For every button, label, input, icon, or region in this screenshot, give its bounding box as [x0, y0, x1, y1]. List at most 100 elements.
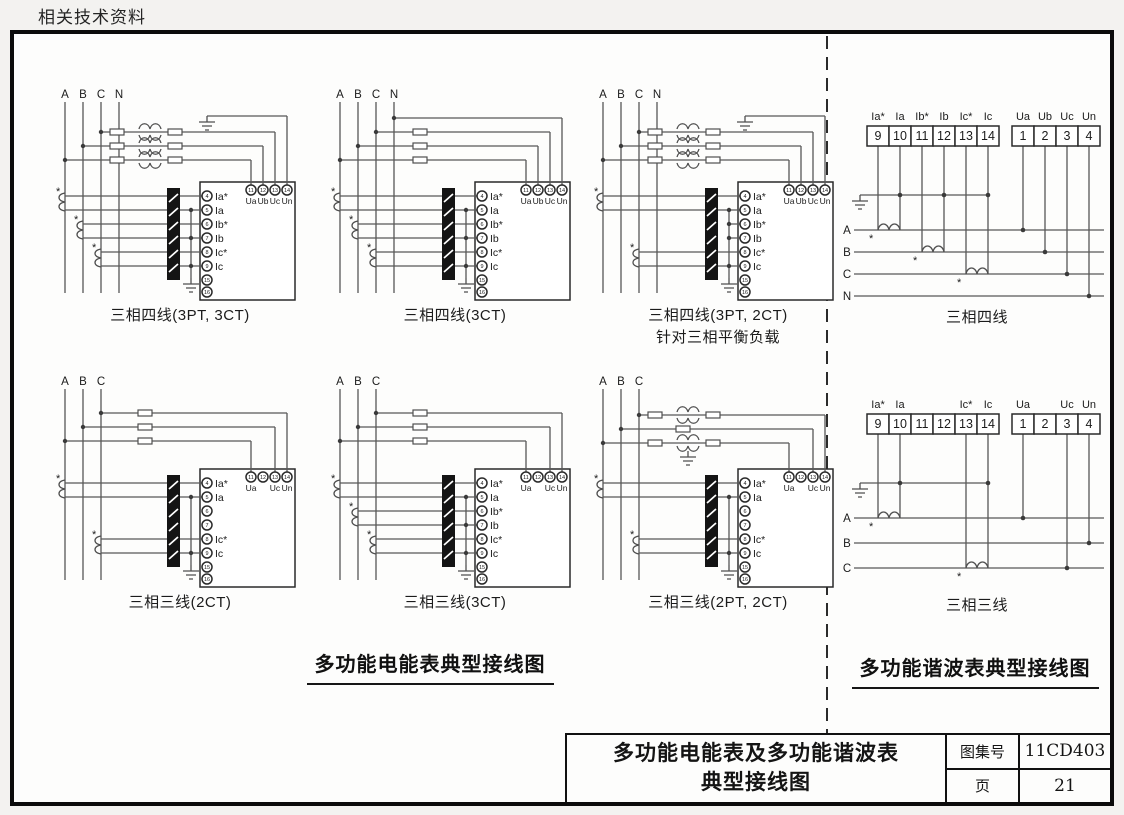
svg-text:Ua: Ua	[784, 483, 795, 493]
svg-text:12: 12	[535, 188, 541, 194]
svg-text:8: 8	[743, 250, 746, 256]
ct-icon	[965, 267, 989, 275]
fuse-icon	[412, 156, 428, 164]
svg-text:4: 4	[480, 194, 483, 200]
fuse-icon	[137, 423, 153, 431]
svg-text:Un: Un	[820, 196, 831, 206]
svg-text:15: 15	[742, 565, 748, 571]
svg-text:Un: Un	[820, 483, 831, 493]
svg-text:Ic*: Ic*	[753, 534, 765, 546]
svg-text:Ua: Ua	[1016, 399, 1031, 411]
svg-text:Ua: Ua	[521, 483, 532, 493]
diagram-caption: 三相四线(3PT, 3CT)	[110, 307, 250, 324]
svg-text:16: 16	[742, 290, 748, 296]
svg-text:8: 8	[205, 250, 208, 256]
svg-text:6: 6	[205, 509, 208, 515]
svg-text:*: *	[349, 214, 354, 226]
phase-label: N	[653, 89, 661, 101]
svg-text:Ia*: Ia*	[753, 191, 766, 203]
svg-text:5: 5	[743, 495, 746, 501]
svg-text:4: 4	[1086, 417, 1093, 431]
svg-text:Ua: Ua	[246, 196, 257, 206]
svg-text:12: 12	[535, 475, 541, 481]
fuse-icon	[167, 156, 183, 164]
meter-box	[474, 181, 571, 301]
phase-label: A	[843, 225, 851, 237]
svg-text:*: *	[957, 277, 962, 289]
svg-text:Ic*: Ic*	[490, 534, 502, 546]
fuse-icon	[137, 409, 153, 417]
fuse-icon	[167, 142, 183, 150]
ground-icon	[851, 482, 869, 498]
svg-text:Ia: Ia	[490, 205, 499, 217]
svg-text:Ia*: Ia*	[215, 478, 228, 490]
svg-text:Un: Un	[557, 196, 568, 206]
phase-label: C	[97, 376, 105, 388]
svg-text:4: 4	[743, 194, 746, 200]
svg-text:8: 8	[480, 537, 483, 543]
svg-text:Ic: Ic	[215, 261, 223, 273]
svg-text:*: *	[913, 255, 918, 267]
phase-label: A	[599, 89, 607, 101]
fuse-icon	[647, 156, 663, 164]
svg-text:*: *	[56, 186, 61, 198]
svg-text:10: 10	[893, 417, 907, 431]
svg-text:9: 9	[743, 264, 746, 270]
fuse-icon	[109, 128, 125, 136]
diagram-caption: 三相三线(3CT)	[403, 594, 507, 611]
fuse-icon	[705, 411, 721, 419]
svg-text:6: 6	[743, 509, 746, 515]
svg-text:Ib: Ib	[490, 233, 499, 245]
svg-text:*: *	[869, 233, 874, 245]
fuse-icon	[675, 425, 691, 433]
svg-text:11: 11	[786, 475, 792, 481]
phase-label: A	[61, 89, 69, 101]
fuse-icon	[705, 128, 721, 136]
svg-text:14: 14	[284, 188, 290, 194]
svg-text:Ic: Ic	[984, 399, 993, 411]
ground-icon	[851, 194, 869, 210]
diagram-caption: 三相四线	[945, 309, 1008, 326]
svg-text:Uc: Uc	[270, 483, 281, 493]
phase-label: A	[336, 376, 344, 388]
svg-text:Un: Un	[1082, 399, 1096, 411]
svg-text:1: 1	[1020, 417, 1027, 431]
svg-text:12: 12	[937, 417, 951, 431]
svg-text:Ia*: Ia*	[490, 191, 503, 203]
svg-text:15: 15	[742, 278, 748, 284]
svg-text:11: 11	[248, 188, 254, 194]
phase-label: C	[843, 269, 851, 281]
phase-label: A	[61, 376, 69, 388]
svg-text:Uc: Uc	[545, 483, 556, 493]
diagram-caption: 三相三线	[945, 597, 1008, 614]
shorting-block	[704, 474, 719, 568]
fuse-icon	[109, 156, 125, 164]
sheet-title-line1: 多功能电能表及多功能谐波表	[613, 742, 899, 766]
svg-text:*: *	[367, 242, 372, 254]
ground-icon	[182, 277, 200, 293]
wiring: **	[594, 102, 826, 293]
svg-text:3: 3	[1064, 129, 1071, 143]
shorting-block	[166, 474, 181, 568]
phase-label: N	[843, 291, 851, 303]
svg-text:*: *	[594, 473, 599, 485]
svg-text:Uc: Uc	[808, 483, 819, 493]
fuse-icon	[647, 411, 663, 419]
svg-text:Uc: Uc	[808, 196, 819, 206]
wiring: ***	[331, 389, 563, 580]
svg-text:9: 9	[480, 264, 483, 270]
svg-text:13: 13	[547, 188, 553, 194]
svg-text:*: *	[331, 473, 336, 485]
svg-text:15: 15	[204, 565, 210, 571]
ct-icon	[921, 245, 945, 253]
